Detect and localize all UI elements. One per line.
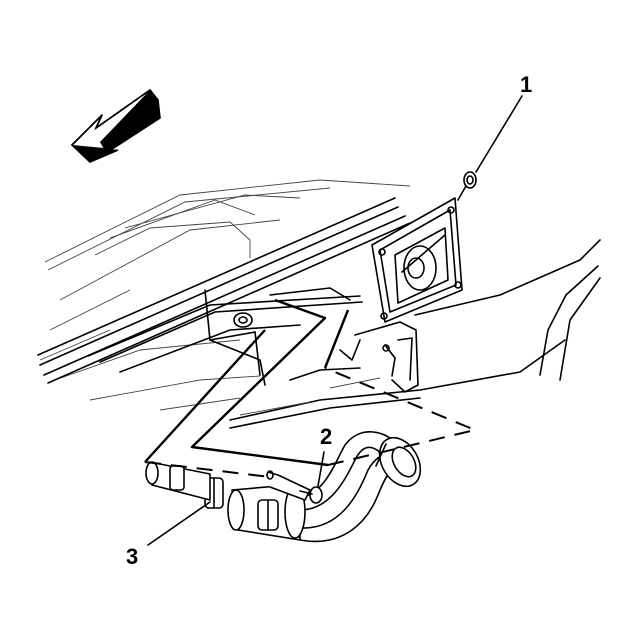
vehicle-underbody [37,179,601,429]
forward-arrow-icon [70,88,161,163]
bolt-part-2 [299,486,323,504]
assembly-guide-lines [144,298,479,478]
callout-3-leader [147,501,211,546]
callout-2-leader [317,451,325,487]
fuel-filler-housing [339,197,463,393]
callout-1-label: 1 [520,72,532,97]
callout-2-label: 2 [320,424,332,449]
callout-3-label: 3 [126,544,138,569]
screw-part-1 [457,171,477,201]
filler-neck-assembly [145,431,422,543]
callout-1-leader [475,95,523,173]
